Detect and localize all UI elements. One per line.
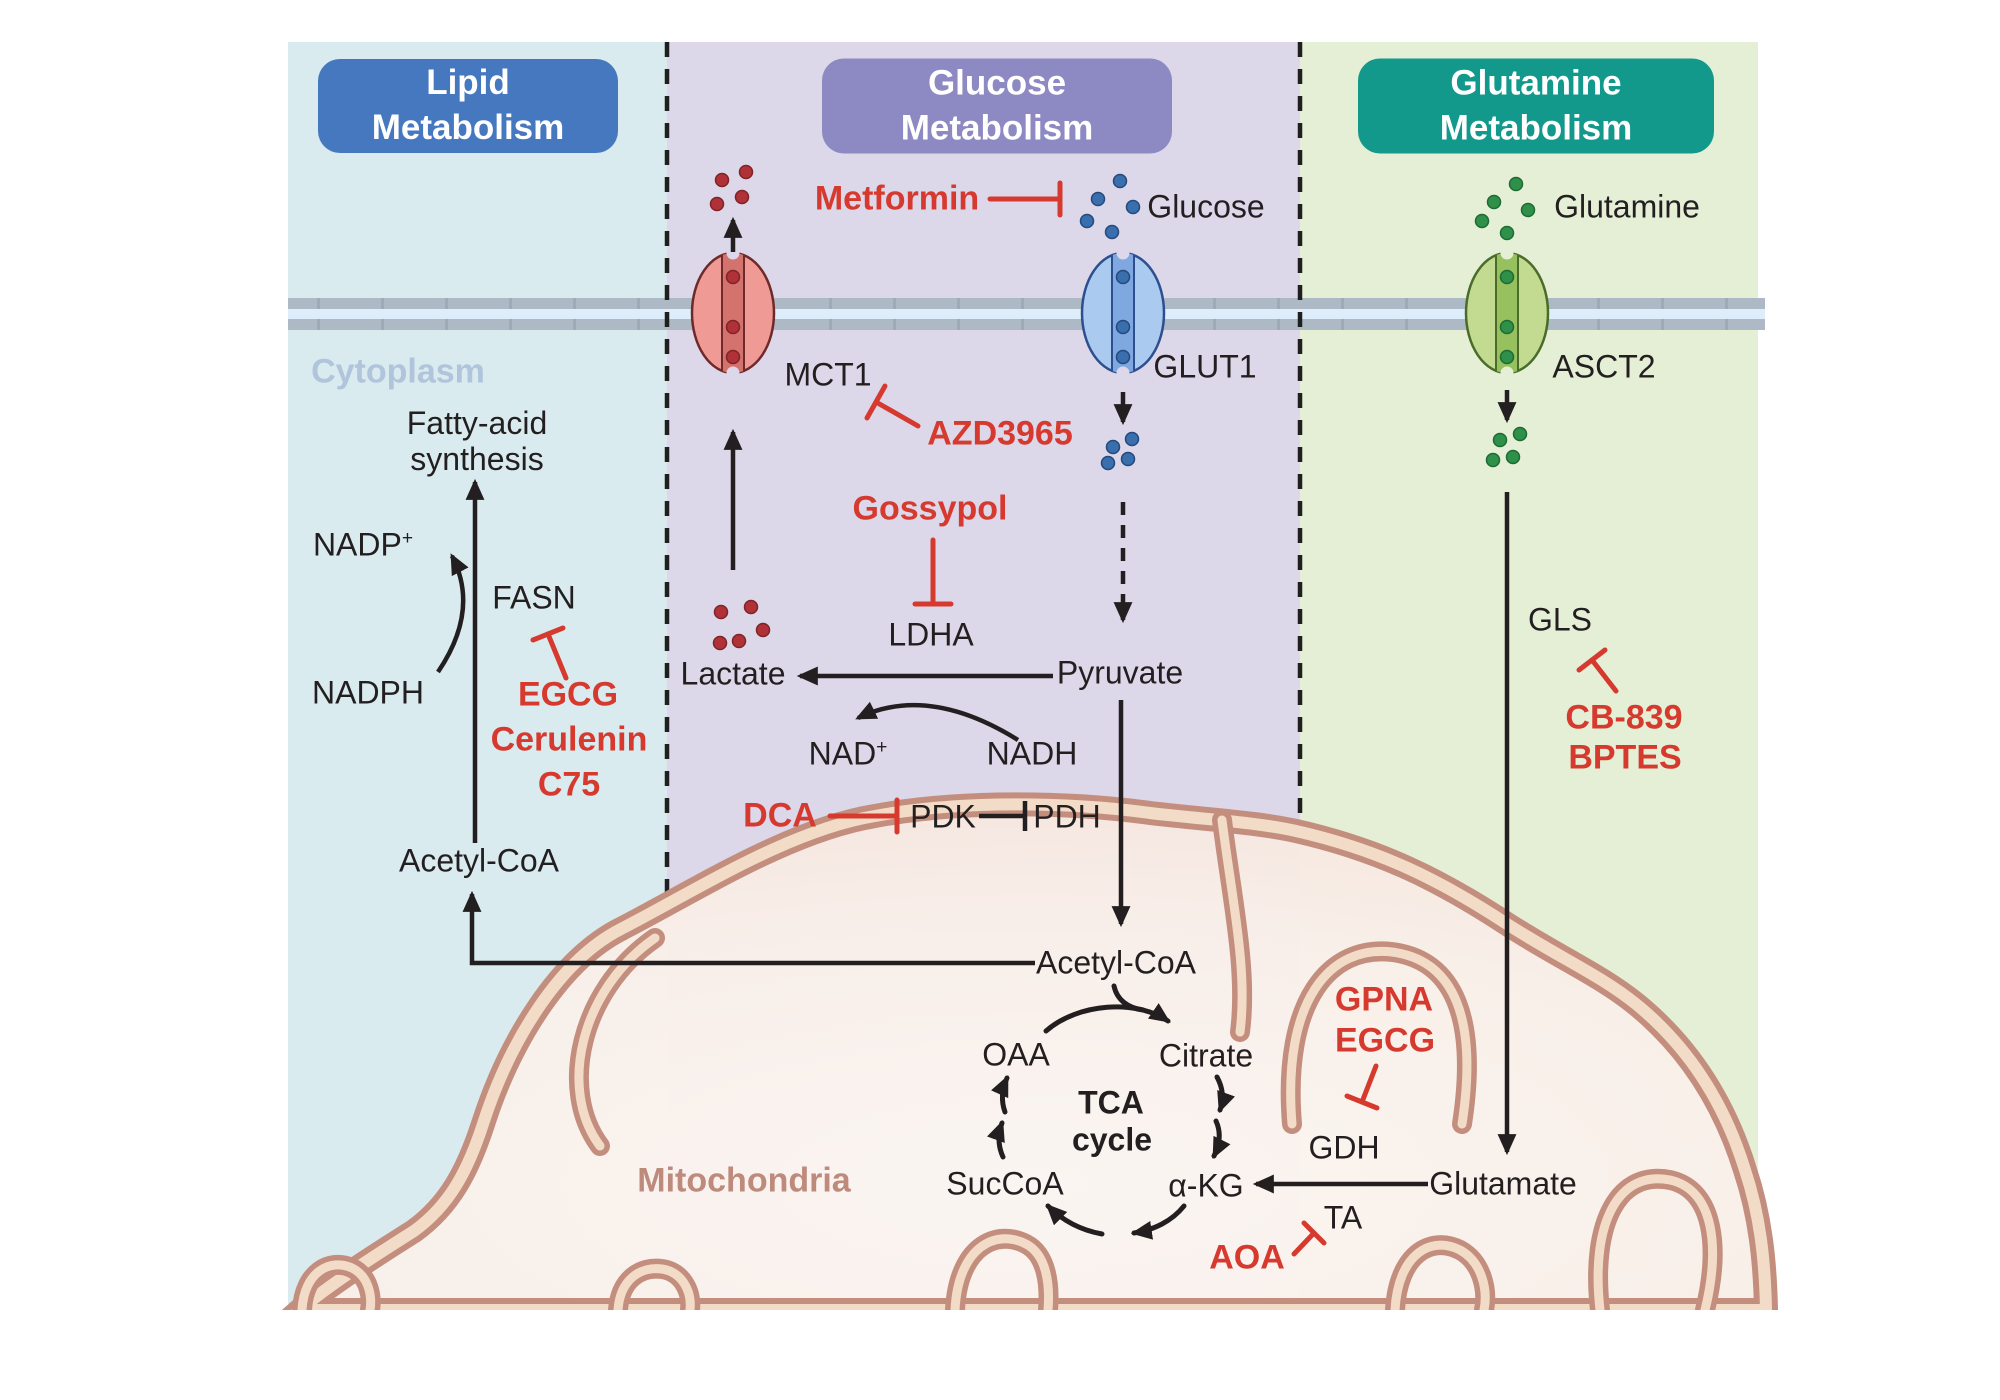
cytoplasm-label: Cytoplasm: [311, 352, 485, 391]
lipid-header-line2: Metabolism: [371, 108, 565, 147]
nadp-label: NADP+: [312, 526, 414, 563]
glucose-header-line2: Metabolism: [900, 108, 1094, 147]
plasma-membrane: [288, 298, 1765, 330]
glucose-header-line1: Glucose: [927, 63, 1067, 103]
bptes-inhibitor-label: BPTES: [1568, 738, 1682, 777]
aoa-inhibitor-label: AOA: [1209, 1238, 1285, 1277]
fatty-acid-synthesis-label: Fatty-acid synthesis: [406, 405, 548, 478]
gdh-label: GDH: [1308, 1129, 1380, 1166]
panel-divider-lines: [664, 42, 1303, 905]
glutamine-header-line2: Metabolism: [1439, 108, 1633, 147]
mitochondria-label: Mitochondria: [637, 1161, 851, 1200]
pdk-label: PDK: [910, 798, 976, 835]
glucose-dots-cytosol: [1100, 431, 1140, 471]
cristae: [292, 810, 1723, 1310]
fasn-label: FASN: [492, 579, 576, 616]
egcg-inhibitor-label: EGCG: [517, 675, 619, 714]
glut1-transporter-icon: [1080, 246, 1166, 380]
glutamine-dots-extracellular: [1474, 176, 1536, 241]
glutamine-metabolism-header: Glutamine Metabolism: [1358, 58, 1714, 154]
gossypol-inhibitor-label: Gossypol: [852, 489, 1008, 528]
metformin-inhibitor-label: Metformin: [814, 179, 980, 218]
ta-label: TA: [1323, 1199, 1363, 1236]
akg-label: α-KG: [1168, 1167, 1244, 1204]
lactate-dots-cytosol: [712, 599, 771, 651]
tca-label-line2: cycle: [1071, 1121, 1153, 1158]
glucose-dots-extracellular: [1079, 173, 1141, 240]
nadph-label: NADPH: [311, 674, 425, 711]
lactate-label: Lactate: [680, 655, 786, 692]
c75-inhibitor-label: C75: [537, 765, 601, 804]
succoa-label: SucCoA: [946, 1165, 1064, 1202]
dca-inhibitor-label: DCA: [743, 796, 817, 835]
glucose-metabolism-header: Glucose Metabolism: [822, 58, 1172, 154]
lactate-dots-extracellular: [709, 164, 754, 212]
lipid-metabolism-header: Lipid Metabolism: [318, 59, 618, 153]
glutamate-label: Glutamate: [1429, 1165, 1577, 1202]
mct1-transporter-icon: [690, 246, 776, 380]
nadh-label: NADH: [986, 735, 1078, 772]
lipid-header-line1: Lipid: [426, 63, 510, 103]
egcg-mito-inhibitor-label: EGCG: [1334, 1021, 1436, 1060]
glut1-label: GLUT1: [1153, 348, 1257, 385]
glutamine-label: Glutamine: [1554, 188, 1700, 225]
asct2-transporter-icon: [1464, 246, 1550, 380]
citrate-label: Citrate: [1158, 1037, 1254, 1074]
azd3965-inhibitor-label: AZD3965: [927, 414, 1073, 453]
glucose-label: Glucose: [1147, 188, 1265, 225]
gpna-inhibitor-label: GPNA: [1334, 980, 1434, 1019]
acetyl-coa-mito-label: Acetyl-CoA: [1035, 944, 1197, 981]
acetyl-coa-cytosol-label: Acetyl-CoA: [398, 842, 560, 879]
gls-label: GLS: [1527, 601, 1593, 638]
cb839-inhibitor-label: CB-839: [1565, 698, 1683, 737]
cerulenin-inhibitor-label: Cerulenin: [490, 720, 648, 759]
fatty-acid-line2: synthesis: [410, 441, 544, 477]
mct1-label: MCT1: [784, 356, 872, 393]
pyruvate-label: Pyruvate: [1056, 654, 1184, 691]
fatty-acid-line1: Fatty-acid: [406, 405, 548, 442]
pathway-arrows: [436, 216, 1517, 1194]
oaa-label: OAA: [982, 1036, 1050, 1073]
pdh-label: PDH: [1033, 798, 1101, 835]
asct2-label: ASCT2: [1552, 348, 1656, 385]
glutamine-header-line1: Glutamine: [1450, 63, 1622, 103]
tca-cycle-arrows: [987, 983, 1235, 1240]
tca-label-line1: TCA: [1078, 1084, 1144, 1121]
glutamine-dots-cytosol: [1485, 426, 1528, 468]
inhibition-arrows: [530, 180, 1619, 1257]
nad-label: NAD+: [808, 735, 888, 772]
ldha-label: LDHA: [888, 616, 974, 653]
